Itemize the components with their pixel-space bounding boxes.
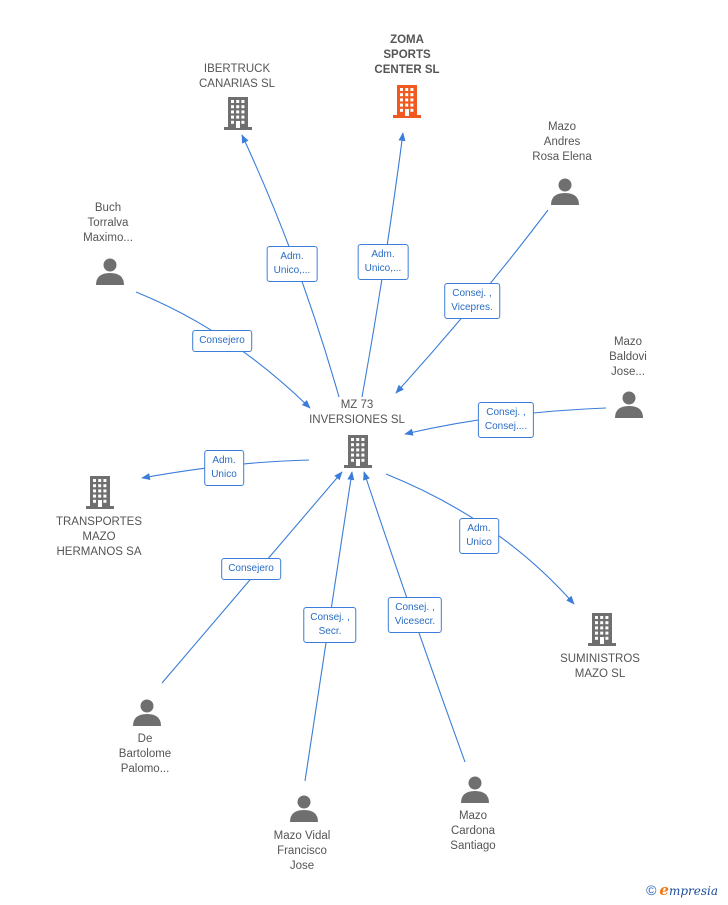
node-label-line: IBERTRUCK [203, 63, 271, 75]
node-label-ibertruck[interactable]: IBERTRUCK CANARIAS SL [199, 62, 275, 92]
edge-label-line: Adm. [280, 251, 304, 262]
edge-label-mazo-andres[interactable]: Consej. , Vicepres. [444, 283, 500, 319]
edge-label-line: Adm. [212, 455, 236, 466]
edge-label-zoma[interactable]: Adm. Unico,... [357, 244, 409, 280]
edge-label-mazo-baldovi[interactable]: Consej. , Consej.... [477, 402, 535, 438]
node-label-line: MAZO SL [574, 668, 626, 680]
edge-label-buch[interactable]: Consejero [192, 330, 252, 352]
node-label-line: Mazo [458, 810, 488, 822]
edge-label-line: Unico,... [273, 265, 311, 276]
person-icon-mazo-andres[interactable] [550, 176, 580, 206]
edge-label-suministros[interactable]: Adm. Unico [459, 518, 499, 554]
person-icon-buch[interactable] [95, 256, 125, 286]
node-label-line: Rosa Elena [532, 151, 592, 163]
brand-logo-text: mpresia [668, 884, 718, 898]
edge-label-line: Vicepres. [451, 302, 493, 313]
building-icon-ibertruck[interactable] [221, 95, 255, 131]
node-label-line: ZOMA [390, 34, 424, 46]
edge-label-line: Unico [211, 469, 237, 480]
node-label-line: Cardona [450, 825, 496, 837]
edge-label-ibertruck[interactable]: Adm. Unico,... [266, 246, 318, 282]
building-icon-suministros[interactable] [585, 611, 619, 647]
brand-logo-initial: e [659, 881, 669, 899]
node-label-zoma[interactable]: ZOMA SPORTS CENTER SL [374, 33, 439, 78]
node-label-line: SUMINISTROS [560, 653, 640, 665]
edge-label-line: Vicesecr. [394, 616, 436, 627]
node-label-line: Torralva [87, 217, 129, 229]
node-label-line: MAZO [82, 531, 116, 543]
node-label-line: Jose... [611, 366, 645, 378]
person-icon-mazo-vidal[interactable] [289, 793, 319, 823]
node-label-line: Palomo... [120, 763, 170, 775]
node-label-line: TRANSPORTES [55, 516, 143, 528]
edge-label-de-bartolome[interactable]: Consejero [221, 558, 281, 580]
edge-label-line: Unico,... [364, 263, 402, 274]
node-label-line: Buch [94, 202, 122, 214]
node-label-line: Mazo [613, 336, 643, 348]
node-label-line: Jose [289, 860, 315, 872]
edge-label-line: Secr. [318, 626, 342, 637]
edge-label-line: Consej. , [452, 288, 492, 299]
node-label-line: HERMANOS SA [56, 546, 142, 558]
node-label-line: Francisco [277, 845, 327, 857]
node-label-line: Bartolome [118, 748, 172, 760]
node-label-line: Baldovi [609, 351, 647, 363]
center-company-label[interactable]: MZ 73 INVERSIONES SL [309, 398, 405, 428]
person-icon-de-bartolome[interactable] [132, 697, 162, 727]
person-icon-mazo-cardona[interactable] [460, 774, 490, 804]
edge-label-mazo-vidal[interactable]: Consej. , Secr. [303, 607, 357, 643]
node-label-line: De [137, 733, 153, 745]
brand-watermark: ©empresia [646, 881, 718, 899]
edge-label-transportes[interactable]: Adm. Unico [204, 450, 244, 486]
edge-label-line: Consej. , [395, 602, 435, 613]
building-icon-zoma[interactable] [390, 83, 424, 119]
edge-label-line: Consej. , [486, 407, 526, 418]
edge-label-line: Consej. , [310, 612, 350, 623]
edge-label-mazo-cardona[interactable]: Consej. , Vicesecr. [387, 597, 443, 633]
building-icon-transportes[interactable] [83, 474, 117, 510]
node-label-line: CANARIAS SL [198, 78, 276, 90]
edge-label-line: Adm. [467, 523, 491, 534]
person-icon-mazo-baldovi[interactable] [614, 389, 644, 419]
edge-label-line: Consejero [199, 335, 245, 346]
edge-label-line: Adm. [371, 249, 395, 260]
node-label-line: CENTER SL [374, 64, 440, 76]
node-label-suministros[interactable]: SUMINISTROS MAZO SL [560, 652, 640, 682]
edge-label-line: Consej.... [484, 421, 528, 432]
node-label-line: MZ 73 [340, 399, 374, 411]
center-company-building-icon[interactable] [341, 433, 375, 469]
edge-label-line: Unico [466, 537, 492, 548]
node-label-line: SPORTS [383, 49, 431, 61]
copyright-symbol: © [646, 882, 657, 898]
node-label-line: Andres [543, 136, 581, 148]
node-label-line: Maximo... [83, 232, 133, 244]
edge-label-line: Consejero [228, 563, 274, 574]
node-label-transportes[interactable]: TRANSPORTES MAZO HERMANOS SA [56, 515, 142, 560]
node-label-line: INVERSIONES SL [309, 414, 405, 426]
node-label-line: Mazo Vidal [273, 830, 331, 842]
node-label-line: Mazo [547, 121, 577, 133]
node-label-line: Santiago [450, 840, 496, 852]
